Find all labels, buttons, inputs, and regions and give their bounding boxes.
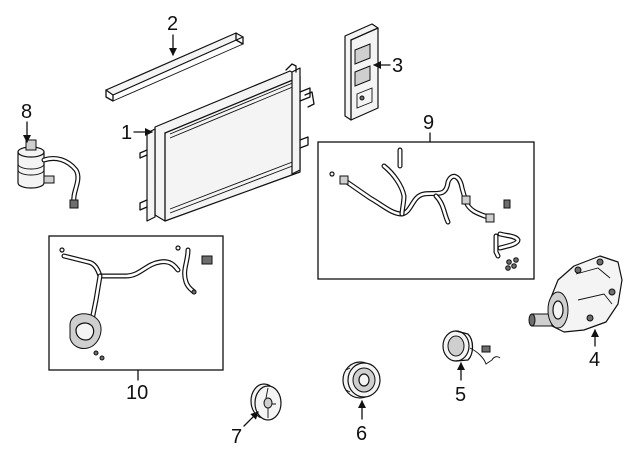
callout-label-5: 5 [455, 384, 466, 406]
callout-label-8: 8 [21, 101, 32, 123]
callout-1: 1 [121, 122, 153, 144]
part-2-seal-strip[interactable] [105, 32, 244, 102]
callout-4: 4 [589, 329, 600, 371]
part-5-clutch-coil[interactable] [442, 330, 501, 365]
callout-8: 8 [21, 101, 32, 143]
callout-label-2: 2 [167, 13, 178, 35]
callout-5: 5 [455, 362, 466, 406]
callout-label-7: 7 [231, 426, 242, 448]
callout-9: 9 [423, 112, 434, 143]
callout-label-9: 9 [423, 112, 434, 134]
part-7-clutch-plate[interactable] [250, 383, 282, 421]
callout-label-1: 1 [121, 122, 132, 144]
part-3-bracket[interactable] [344, 23, 379, 121]
callout-label-10: 10 [126, 382, 148, 404]
callout-label-3: 3 [392, 55, 403, 77]
part-6-clutch-pulley[interactable] [342, 361, 381, 399]
part-9-hose-assembly-box[interactable] [317, 141, 535, 280]
callout-3: 3 [373, 55, 403, 77]
callout-label-4: 4 [589, 349, 600, 371]
part-4-compressor[interactable] [528, 255, 623, 333]
callout-2: 2 [167, 13, 178, 56]
part-1-condenser[interactable] [139, 63, 315, 222]
callout-7: 7 [231, 411, 259, 448]
callout-10: 10 [126, 369, 148, 404]
part-8-accumulator[interactable] [17, 139, 81, 209]
part-10-hose-assembly-box[interactable] [48, 235, 224, 371]
callout-6: 6 [356, 400, 367, 445]
callout-label-6: 6 [356, 423, 367, 445]
